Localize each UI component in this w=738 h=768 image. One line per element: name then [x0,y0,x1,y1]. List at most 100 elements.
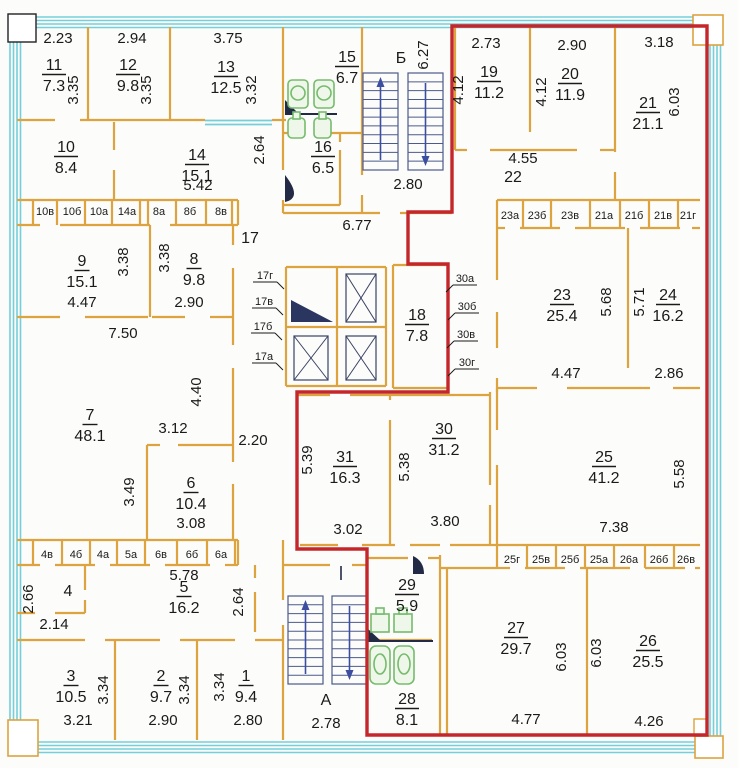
leader-tick [447,368,456,377]
dimension-label: 3.21 [63,712,92,729]
room-area-1: 9.4 [235,689,257,706]
room-area-24: 16.2 [652,308,683,325]
small-room-label-23а: 23а [501,210,520,222]
room-area-3: 10.5 [55,689,86,706]
room-number-30: 30 [435,421,453,438]
room-number-31: 31 [336,449,354,466]
leader-label-17в: 17в [255,296,273,308]
room-area-11: 7.3 [43,78,65,95]
dimension-label: 3.75 [213,30,242,47]
plain-label-4: 4 [64,583,73,600]
dimension-label: 5.39 [299,445,316,474]
dimension-label: 4.47 [551,365,580,382]
small-room-label-8в: 8в [215,206,227,218]
small-room-label-14а: 14а [118,206,137,218]
dimension-label: 3.38 [115,247,132,276]
room-number-12: 12 [119,57,137,74]
small-room-label-23б: 23б [528,210,547,222]
leader-label-30в: 30в [457,329,475,341]
small-room-label-25в: 25в [532,554,550,566]
dimension-label: 3.08 [176,515,205,532]
dimension-label: 6.03 [588,638,605,667]
leader-tick [274,332,283,341]
dimension-label: 2.66 [20,584,37,613]
room-area-14: 15.1 [181,168,212,185]
corner-column-top-left [7,13,37,43]
dimension-label: 3.34 [211,672,228,701]
leader-label-30б: 30б [458,301,477,313]
small-room-label-8б: 8б [184,206,196,218]
room-number-11: 11 [46,57,63,74]
dimension-label: 2.90 [557,37,586,54]
sink-icon [393,613,413,633]
dimension-label: 3.38 [156,243,173,272]
small-room-label-6а: 6а [215,549,228,561]
dimension-label: 2.64 [230,587,247,616]
dimension-label: 4.12 [533,77,550,106]
room-area-28: 8.1 [396,712,418,729]
small-room-label-23в: 23в [561,210,579,222]
plain-label-22: 22 [504,169,522,186]
dimension-label: 3.35 [138,75,155,104]
dimension-label: 3.32 [243,75,260,104]
room-area-21: 21.1 [632,116,663,133]
elevator-x [345,335,377,381]
leader-tick [276,281,285,290]
dimension-label: 2.20 [238,432,267,449]
small-room-label-26б: 26б [650,554,669,566]
dimension-label: 2.64 [251,135,268,164]
room-area-18: 7.8 [406,328,428,345]
room-area-5: 16.2 [168,600,199,617]
stair-flight [407,72,444,171]
dimension-label: 4.26 [634,713,663,730]
small-room-label-5а: 5а [125,549,138,561]
sink-tap-icon [292,111,301,120]
small-room-label-10в: 10в [36,206,54,218]
corner-column-bottom-right [694,735,724,759]
dimension-label: 5.71 [631,287,648,316]
room-number-19: 19 [480,64,498,81]
plain-label-Б: Б [396,50,407,67]
small-room-label-10а: 10а [90,206,109,218]
dimension-label: 4.47 [67,294,96,311]
room-number-9: 9 [78,253,87,270]
room-number-20: 20 [561,66,579,83]
sink-icon [313,117,332,139]
stair-arrow-down-icon [345,670,354,680]
leader-label-30а: 30а [456,273,475,285]
leader-label-17г: 17г [257,270,273,282]
elevator-x [345,273,377,323]
highlight-boundary [295,24,709,737]
ramp-triangle [291,300,333,322]
small-room-label-8а: 8а [153,206,166,218]
dimension-label: 3.49 [121,477,138,506]
small-room-label-25б: 25б [561,554,580,566]
dimension-label: 2.23 [43,30,72,47]
elevator-shaft [293,335,329,381]
room-area-9: 15.1 [66,274,97,291]
door-swing [413,556,424,574]
dimension-label: 5.42 [183,177,212,194]
dimension-label: 2.14 [39,616,68,633]
small-room-label-25г: 25г [504,554,520,566]
small-room-label-4б: 4б [70,549,82,561]
room-area-31: 16.3 [329,470,360,487]
dimension-label: 3.12 [158,420,187,437]
room-area-16: 6.5 [312,160,334,177]
toilet-bowl-icon [316,85,332,101]
dimension-label: 5.78 [169,567,198,584]
room-number-29: 29 [398,577,416,594]
dimension-label: 3.35 [65,75,82,104]
small-room-label-25а: 25а [590,554,609,566]
sink-icon [287,117,306,139]
dimension-label: 2.94 [117,30,146,47]
small-room-label-26а: 26а [620,554,639,566]
sink-tap-icon [398,607,408,615]
small-room-label-4в: 4в [41,549,53,561]
room-area-13: 12.5 [210,80,241,97]
dimension-label: 2.73 [471,35,500,52]
dimension-label: 3.18 [644,34,673,51]
leader-tick [445,284,454,293]
